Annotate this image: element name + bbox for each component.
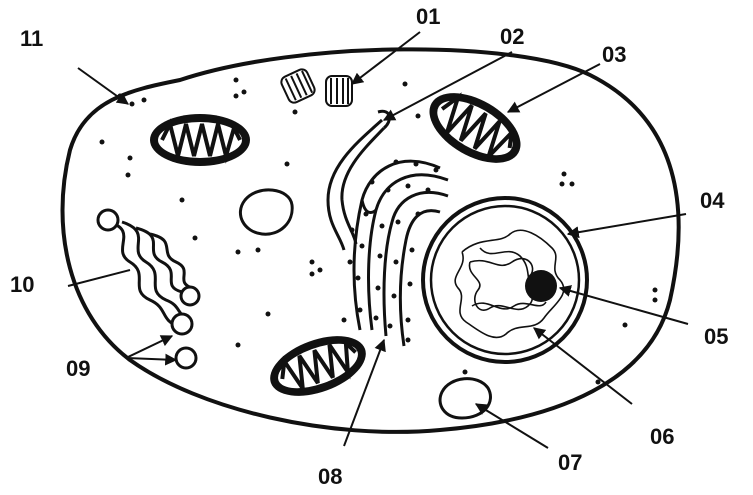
vacuole-center: [240, 190, 292, 234]
label-09: 09: [66, 356, 90, 381]
mitochondrion-top-left: [150, 114, 250, 166]
label-04: 04: [700, 188, 725, 213]
label-08: 08: [318, 464, 342, 489]
label-11: 11: [20, 26, 43, 51]
label-01: 01: [416, 4, 440, 29]
label-07: 07: [558, 450, 582, 475]
label-03: 03: [602, 42, 626, 67]
label-06: 06: [650, 424, 674, 449]
nucleus: [423, 198, 587, 362]
leader-11: [78, 68, 128, 104]
vacuole-lower: [440, 379, 490, 418]
label-10: 10: [10, 272, 34, 297]
nucleolus: [525, 270, 557, 302]
label-05: 05: [704, 324, 728, 349]
label-02: 02: [500, 24, 524, 49]
